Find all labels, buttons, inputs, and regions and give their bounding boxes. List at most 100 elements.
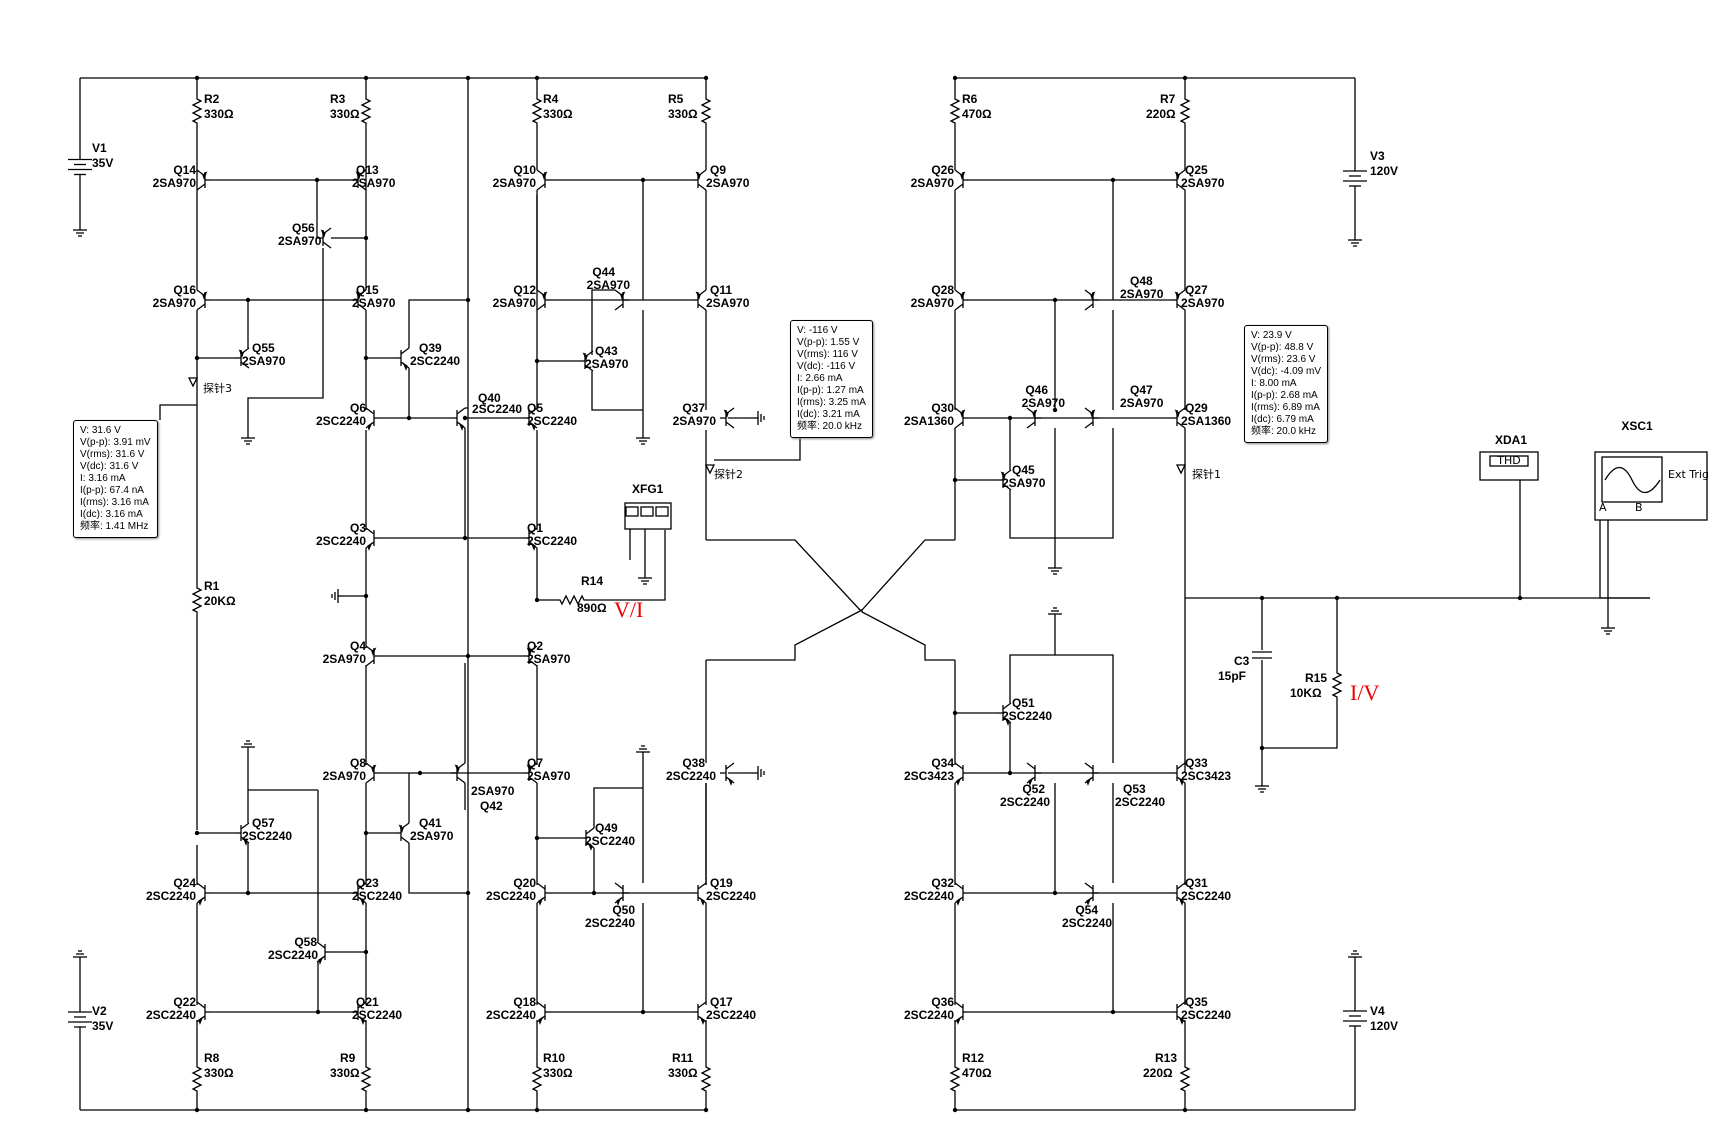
r1-label: R1 [204, 579, 220, 593]
wire [593, 787, 643, 828]
q-q6-label: Q6 [350, 401, 366, 415]
v1-label: V1 [92, 141, 107, 155]
q-q8-label: Q8 [350, 756, 366, 770]
transistor-q12-symbol [536, 289, 551, 311]
transistor-q30-symbol [954, 407, 969, 429]
r6-label: R6 [962, 92, 978, 106]
wire [861, 610, 955, 661]
transistor-q26-symbol [954, 169, 969, 191]
transistor-q50-symbol [614, 882, 629, 906]
transistor-q44-symbol [614, 289, 629, 311]
probe-2-readout: V: -116 V V(p-p): 1.55 V V(rms): 116 V V… [790, 320, 873, 438]
transistor-q14-symbol [196, 169, 211, 191]
q-q5-part: 2SC2240 [527, 414, 577, 428]
resistor-r1-symbol [191, 580, 203, 620]
junction-dot [1182, 1107, 1188, 1113]
ground-icon [636, 430, 650, 445]
q-q30-part: 2SA1360 [904, 414, 954, 428]
probe-line: V: 23.9 V [1251, 330, 1292, 341]
junction-dot [465, 890, 471, 896]
xfg1-label: XFG1 [632, 482, 664, 496]
probe-2-label: 探针2 [714, 467, 743, 481]
transistor-q48-symbol [1084, 289, 1099, 311]
junction-dot [952, 710, 958, 716]
r8-value: 330Ω [204, 1066, 234, 1080]
q-q47-label: Q47 [1130, 383, 1153, 397]
q-q33-part: 2SC3423 [1181, 769, 1231, 783]
q-q7-part: 2SA970 [527, 769, 571, 783]
transistor-q25-symbol [1171, 169, 1186, 191]
wire [247, 248, 324, 430]
r15-label: R15 [1305, 671, 1327, 685]
junction-dot [640, 1009, 646, 1015]
q-q26-part: 2SA970 [911, 176, 955, 190]
ground-icon [638, 570, 652, 585]
q-q10-label: Q10 [513, 163, 536, 177]
probe-line: I(p-p): 1.27 mA [797, 385, 864, 396]
transistor-q49-symbol [580, 827, 595, 851]
junction-dot [1007, 770, 1013, 776]
junction-dot [1182, 75, 1188, 81]
resistor-r8-symbol [191, 1060, 203, 1098]
q-q35-part: 2SC2240 [1181, 1008, 1231, 1022]
q-q42-label: Q42 [480, 799, 503, 813]
r9-label: R9 [340, 1051, 356, 1065]
q-q56-label: Q56 [292, 221, 315, 235]
transistor-q2-symbol [523, 645, 538, 667]
ground-icon [1348, 950, 1362, 965]
resistor-r13-symbol [1179, 1060, 1191, 1098]
distortion-display [1489, 455, 1529, 467]
q-q47-part: 2SA970 [1120, 396, 1164, 410]
label-layer: V135VV235VR2330ΩR3330ΩR4330ΩR5330ΩR8330Ω… [92, 92, 1709, 1080]
transistor-q29-symbol [1171, 407, 1186, 429]
junction-dot [1052, 407, 1058, 413]
v2-label: V2 [92, 1004, 107, 1018]
resistor-r15-symbol [1331, 665, 1343, 705]
transistor-q55-symbol [235, 347, 250, 369]
probe-line: V: 31.6 V [80, 425, 121, 436]
junction-dot [1052, 890, 1058, 896]
q-q39-part: 2SC2240 [410, 354, 460, 368]
probe-line: V(rms): 23.6 V [1251, 354, 1316, 365]
q-q31-part: 2SC2240 [1181, 889, 1231, 903]
junction-dot [417, 770, 423, 776]
resistor-r10-symbol [531, 1060, 543, 1098]
q-q54-label: Q54 [1075, 903, 1098, 917]
q-q22-label: Q22 [173, 995, 196, 1009]
q-q16-label: Q16 [173, 283, 196, 297]
probe-line: I(p-p): 67.4 nA [80, 485, 144, 496]
wire [714, 430, 801, 461]
q-q49-label: Q49 [595, 821, 618, 835]
r2-label: R2 [204, 92, 220, 106]
r12-value: 470Ω [962, 1066, 992, 1080]
q-q23-label: Q23 [356, 876, 379, 890]
r3-value: 330Ω [330, 107, 360, 121]
junction-dot [465, 1107, 471, 1113]
probe-line: V(dc): -116 V [797, 361, 856, 372]
probe-line: I(rms): 3.16 mA [80, 497, 149, 508]
q-q57-label: Q57 [252, 816, 275, 830]
probe-line: V(p-p): 48.8 V [1251, 342, 1314, 353]
wire [861, 539, 955, 611]
xda1-display: THD [1496, 454, 1520, 467]
q-q23-part: 2SC2240 [352, 889, 402, 903]
junction-dot [703, 75, 709, 81]
probe-line: V(rms): 116 V [797, 349, 858, 360]
r2-value: 330Ω [204, 107, 234, 121]
q-q15-label: Q15 [356, 283, 379, 297]
probe-line: I(dc): 3.16 mA [80, 509, 143, 520]
ground-icon [73, 222, 87, 237]
transistor-q36-symbol [954, 1001, 969, 1025]
q-q24-label: Q24 [173, 876, 196, 890]
resistor-r6-symbol [949, 92, 961, 130]
q-q39-label: Q39 [419, 341, 442, 355]
resistor-r3-symbol [360, 92, 372, 130]
transistor-q34-symbol [954, 762, 969, 786]
xsc1-channel-a: A [1599, 501, 1607, 514]
q-q51-label: Q51 [1012, 696, 1035, 710]
q-q46-label: Q46 [1025, 383, 1048, 397]
r11-value: 330Ω [668, 1066, 698, 1080]
q-q25-part: 2SA970 [1181, 176, 1225, 190]
ground-icon [241, 430, 255, 445]
probe-line: I(p-p): 2.68 mA [1251, 390, 1318, 401]
